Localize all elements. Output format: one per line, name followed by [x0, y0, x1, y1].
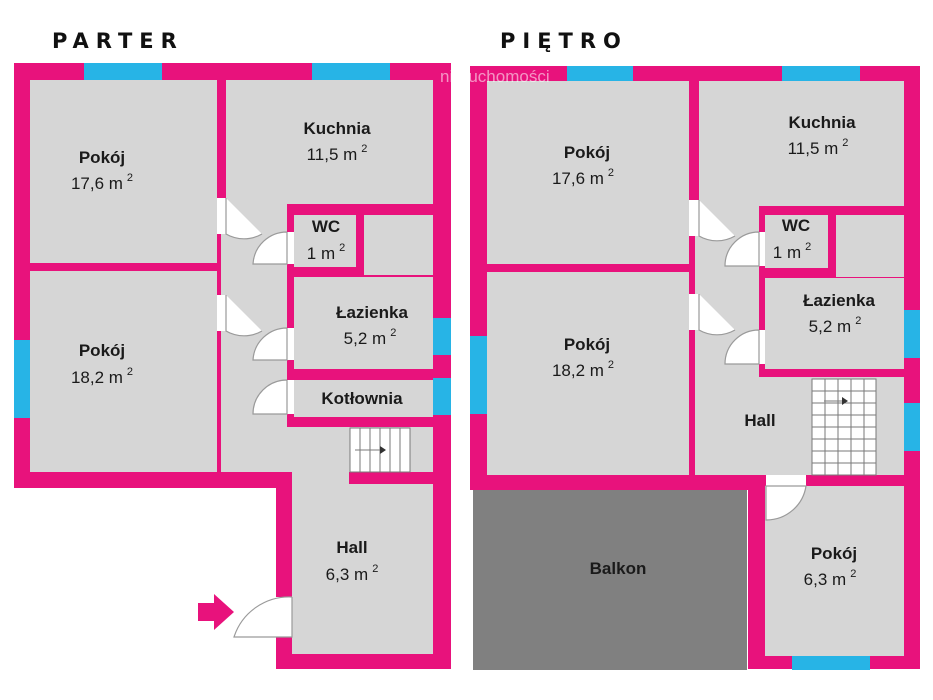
- ground-pokoj-top-name: Pokój: [79, 148, 125, 167]
- upper-lazienka-name: Łazienka: [803, 291, 875, 310]
- ground-kuchnia-name: Kuchnia: [303, 119, 371, 138]
- ground-room-lazienka: [294, 277, 433, 369]
- ground-window: [14, 340, 30, 418]
- door-swing-icon: [225, 295, 263, 337]
- ground-hall-link: [292, 470, 349, 486]
- door-swing-icon: [724, 231, 760, 267]
- upper-window: [792, 656, 870, 670]
- stairs-icon: [811, 378, 877, 476]
- ground-room-pokoj-bottom: [30, 271, 217, 472]
- ground-wc-name: WC: [312, 217, 340, 236]
- door-swing-icon: [724, 329, 760, 365]
- door-swing-icon: [698, 200, 736, 242]
- upper-window: [904, 403, 920, 451]
- ground-door-opening: [287, 380, 294, 414]
- watermark: nieruchomości: [440, 67, 550, 86]
- upper-floor-plan: PIĘTRO: [470, 29, 920, 670]
- upper-hall-name: Hall: [744, 411, 775, 430]
- ground-pokoj-bottom-name: Pokój: [79, 341, 125, 360]
- upper-room-pokoj-mid: [487, 272, 689, 475]
- upper-window: [782, 66, 860, 81]
- ground-door-opening: [287, 328, 294, 360]
- upper-room-pokoj-top: [487, 81, 689, 264]
- ground-door-opening: [287, 232, 294, 264]
- ground-floor-title: PARTER: [52, 29, 184, 53]
- stairs-icon: [349, 427, 411, 473]
- upper-window: [470, 336, 487, 414]
- door-swing-icon: [765, 485, 807, 521]
- ground-window: [312, 63, 390, 80]
- ground-floor-plan: PARTER: [14, 29, 451, 669]
- door-swing-icon: [252, 231, 288, 265]
- upper-room-balkon: [473, 490, 747, 670]
- upper-pokoj-mid-name: Pokój: [564, 335, 610, 354]
- ground-kotlownia-name: Kotłownia: [321, 389, 403, 408]
- ground-window: [433, 378, 451, 415]
- upper-door-opening: [759, 330, 765, 364]
- ground-door-opening: [217, 198, 226, 234]
- upper-room-lazienka-upper: [836, 215, 904, 277]
- upper-floor-title: PIĘTRO: [500, 29, 628, 53]
- upper-balkon-name: Balkon: [590, 559, 647, 578]
- upper-pokoj-small-name: Pokój: [811, 544, 857, 563]
- door-swing-icon: [252, 379, 288, 415]
- ground-window: [433, 318, 451, 355]
- upper-room-kuchnia: [699, 81, 904, 206]
- ground-room-kuchnia: [226, 80, 433, 204]
- door-swing-icon: [225, 198, 263, 240]
- upper-room-lazienka: [765, 278, 904, 369]
- upper-door-opening: [689, 200, 699, 236]
- arrow-right-icon: [198, 594, 234, 630]
- ground-lazienka-name: Łazienka: [336, 303, 408, 322]
- upper-door-opening: [766, 475, 806, 486]
- entrance-door-swing-icon: [233, 596, 293, 638]
- ground-hall-name: Hall: [336, 538, 367, 557]
- ground-room-pokoj-top: [30, 80, 217, 263]
- upper-door-opening: [689, 294, 699, 330]
- upper-window: [904, 310, 920, 358]
- door-swing-icon: [698, 294, 736, 336]
- ground-room-wc: [294, 215, 356, 267]
- ground-room-hall: [292, 484, 433, 654]
- upper-pokoj-top-name: Pokój: [564, 143, 610, 162]
- upper-room-wc: [765, 215, 828, 268]
- upper-window: [567, 66, 633, 81]
- upper-wc-name: WC: [782, 216, 810, 235]
- upper-kuchnia-name: Kuchnia: [788, 113, 856, 132]
- door-swing-icon: [252, 327, 288, 361]
- ground-room-lazienka-upper: [364, 215, 433, 275]
- ground-door-opening: [217, 295, 226, 331]
- ground-window: [84, 63, 162, 80]
- ground-room-kotlownia: [294, 380, 433, 417]
- upper-door-opening: [759, 232, 765, 266]
